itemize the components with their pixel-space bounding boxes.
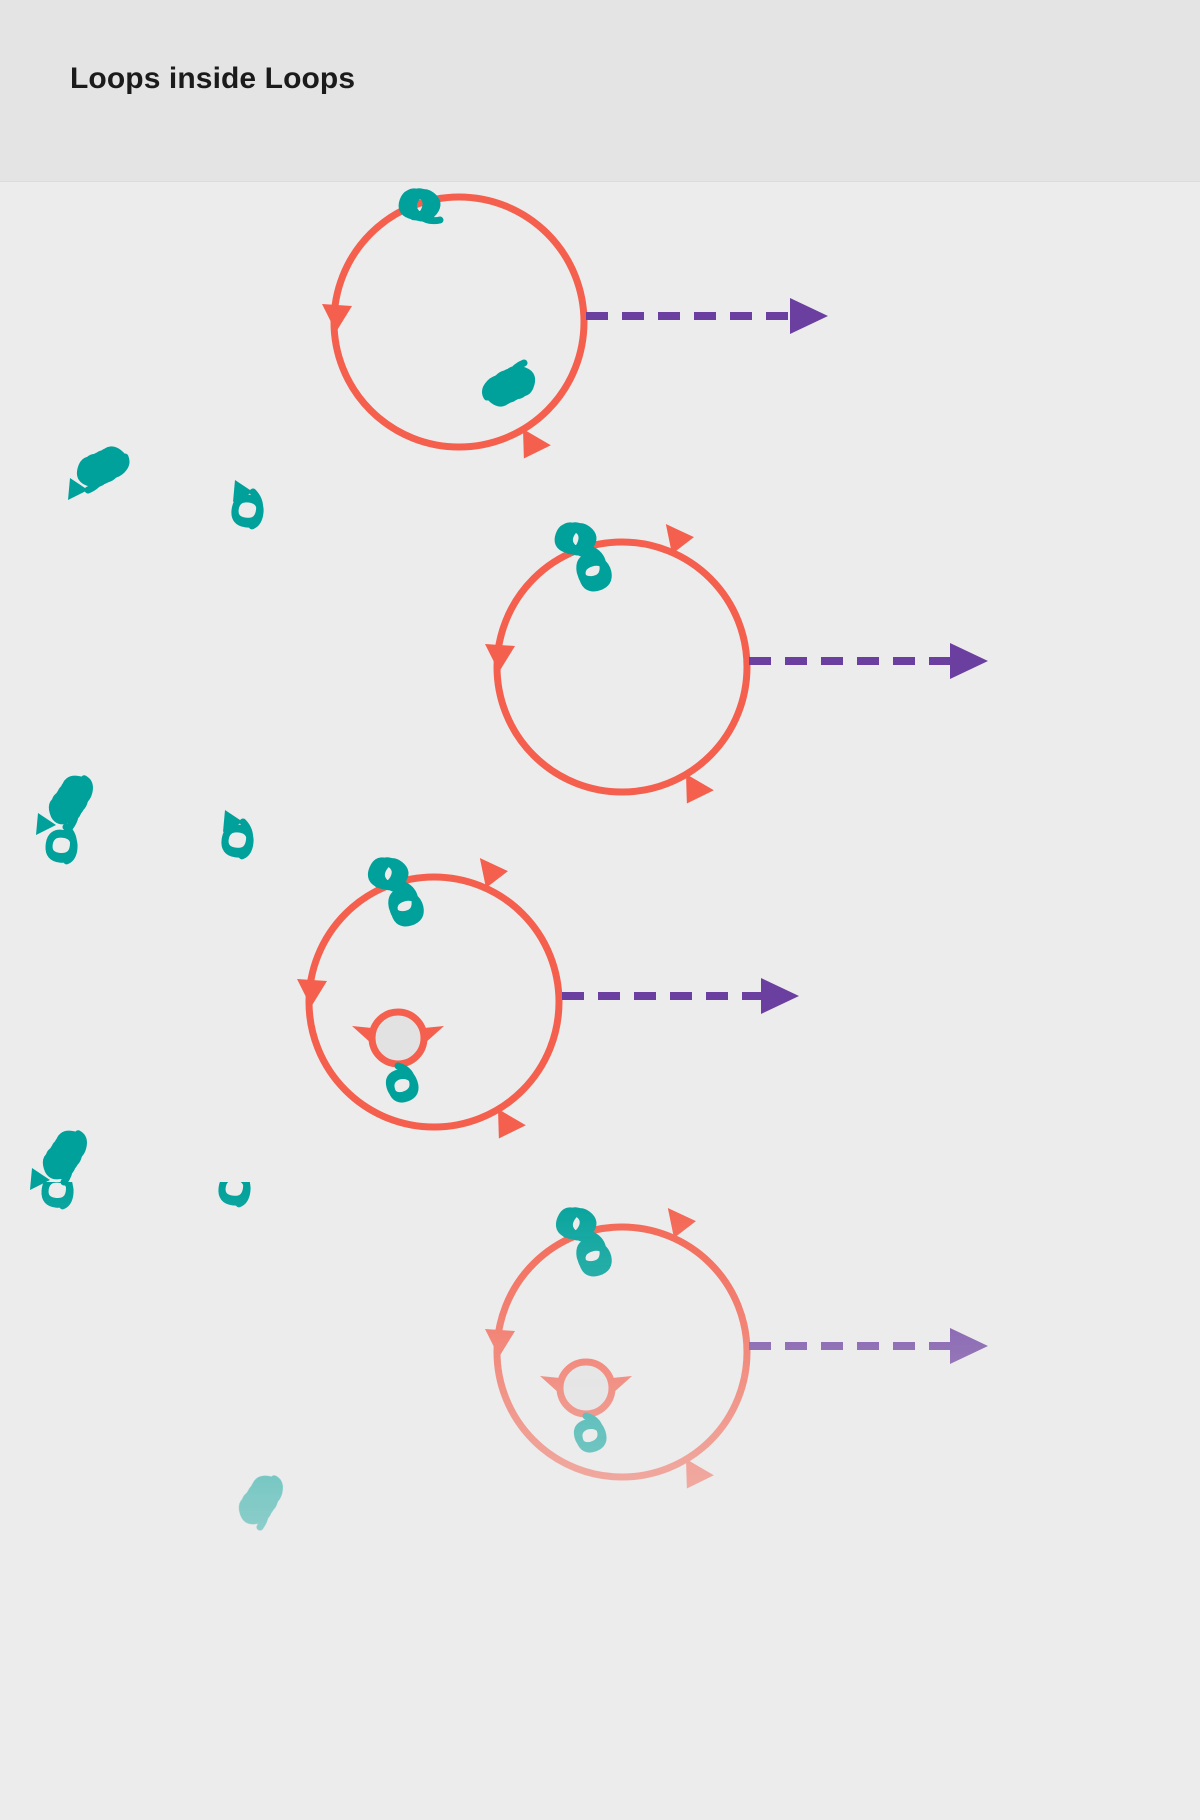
loop-direction-arrow-bottom [686,774,714,804]
fermion-loop-circle [322,193,588,459]
loop-direction-arrow-bottom [686,1459,714,1489]
gluon-arrowhead-left [223,810,243,832]
outgoing-dashed-line [749,643,988,679]
incoming-gluon-upper [482,359,536,407]
gluon-arrowhead-left [68,478,88,500]
gluon-arrowhead-left [30,1168,50,1190]
incoming-gluon-upper-2 [218,1158,251,1208]
loop-direction-arrow-left [485,644,515,672]
internal-gluon-b [555,1207,600,1244]
feynman-diagram-svg [0,182,1200,1820]
loop-direction-arrow-left [485,1329,515,1357]
nested-loop-arrow-right [612,1376,632,1394]
internal-gluon-a [388,881,424,927]
incoming-gluon-upper [45,823,78,865]
diagram-1 [68,188,828,500]
internal-gluon-a [576,546,612,592]
loop-direction-arrow-left [297,979,327,1007]
loop-direction-arrow-top [479,858,508,888]
fermion-loop-circle [297,858,563,1139]
incoming-gluon-upper-2 [231,480,264,530]
loop-direction-arrow-left [322,304,352,332]
nested-fermion-loop [352,1008,444,1068]
fermion-loop-circle [485,524,751,804]
diagram-2 [36,359,988,835]
gluon-arrowhead-left [36,813,56,835]
internal-gluon-tail [385,1062,419,1103]
gluon-arrowhead-left [233,480,253,502]
nested-loop-arrow-left [540,1376,560,1394]
incoming-gluon-upper [41,1168,74,1210]
header-bar: Loops inside Loops [0,0,1200,182]
loop-direction-arrow-bottom [523,429,551,459]
loop-direction-arrow-top [667,1208,696,1238]
incoming-gluon-lower [238,1475,283,1531]
nested-loop-arrow-left [352,1026,372,1044]
internal-gluon-tail [573,1412,607,1453]
outgoing-arrowhead [790,298,828,334]
internal-gluon [398,188,444,225]
outgoing-dashed-line [562,978,799,1014]
loop-direction-arrow-top [665,524,694,554]
loop-direction-arrow-bottom [498,1109,526,1139]
outgoing-arrowhead [950,643,988,679]
page-title: Loops inside Loops [70,62,356,95]
fermion-loop-circle [485,1208,751,1489]
diagram-3 [30,810,799,1190]
gluon-arrowhead-left [220,1158,240,1180]
outgoing-arrowhead [950,1328,988,1364]
canvas-background [0,182,1200,1820]
incoming-gluon-upper-2 [221,810,254,860]
outgoing-dashed-line [749,1328,988,1364]
incoming-gluon-lower [68,446,130,500]
outgoing-dashed-line [586,298,828,334]
incoming-gluon-lower [36,775,93,835]
internal-gluon-a [576,1231,612,1277]
outgoing-arrowhead [761,978,799,1014]
incoming-gluon-lower [30,1130,87,1190]
nested-loop-arrow-right [424,1026,444,1044]
internal-gluon-b [554,522,600,559]
diagram-4 [41,1158,988,1531]
diagram-canvas [0,182,1200,1820]
internal-gluon-b [367,857,412,894]
